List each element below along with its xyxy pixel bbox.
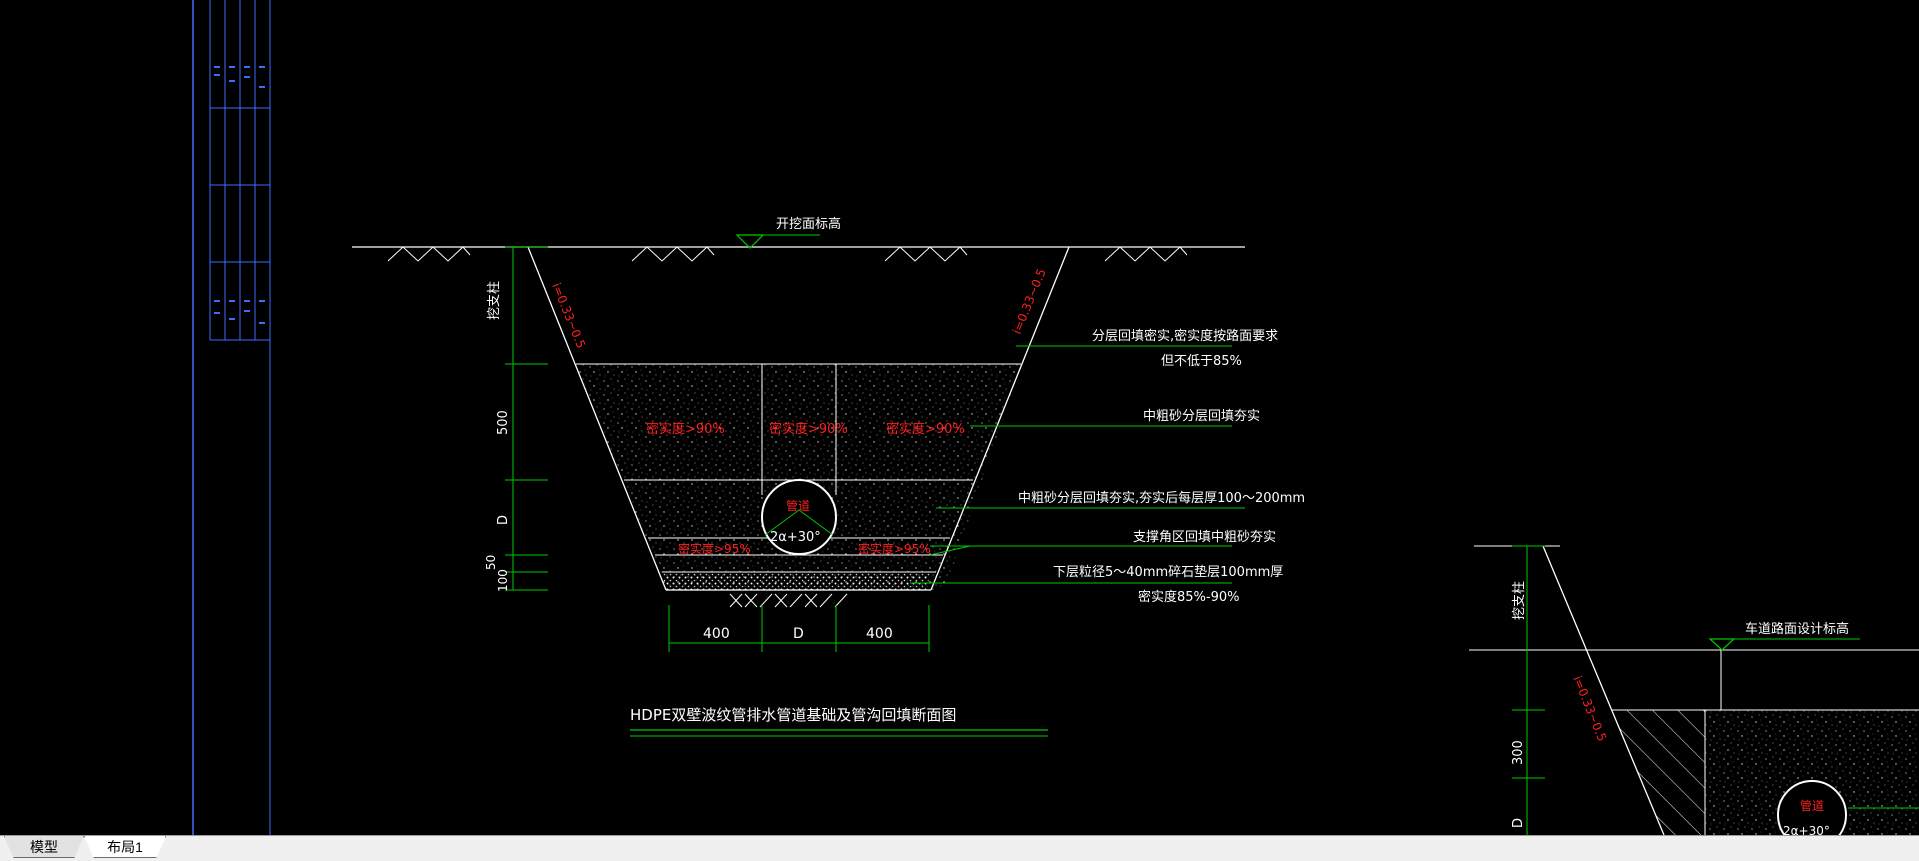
left-dimension-line (505, 246, 548, 591)
note-4: 支撑角区回填中粗砂夯实 (1133, 530, 1276, 545)
drawing-title: HDPE双壁波纹管排水管道基础及管沟回填断面图 (630, 706, 956, 724)
secondary-dim-D: D (1511, 818, 1526, 828)
secondary-support-pile-label: 挖支柱 (1512, 581, 1527, 620)
secondary-dim-300: 300 (1511, 740, 1526, 765)
secondary-slope-label: i=0.33~0.5 (1570, 674, 1609, 743)
note-5-line2: 密实度85%-90% (1138, 589, 1239, 605)
support-pile-label: 挖支柱 (487, 281, 502, 320)
layout-tab-bar: 模型 布局1 (0, 835, 1919, 861)
note-3: 中粗砂分层回填夯实,夯实后每层厚100～200mm (1018, 490, 1305, 506)
title-block-frame (192, 0, 271, 835)
note-1-line2: 但不低于85% (1161, 354, 1242, 369)
dim-50: 50 (484, 555, 498, 570)
pipe-circle (761, 479, 837, 555)
bottom-dim-right: 400 (866, 626, 893, 642)
note-leaders (910, 345, 1245, 584)
drawing-canvas[interactable]: 开挖面标高 管道 2α+30° i=0.33~0.5 i=0.33~0.5 (0, 0, 1919, 835)
base-hatch (729, 593, 848, 608)
ground-hatch (387, 246, 1188, 262)
compaction-95-left: 密实度>95% (678, 541, 751, 556)
dim-500: 500 (496, 410, 511, 435)
secondary-trench-section: 管道 2α+30° 车道路面设计标高 挖支柱 300 D i=0.33~0.5 (1469, 545, 1919, 835)
compaction-center: 密实度>90% (769, 421, 848, 437)
slope-right-label: i=0.33~0.5 (1010, 267, 1049, 336)
bottom-dim-left: 400 (703, 626, 730, 642)
bottom-dimension-line (668, 605, 930, 652)
main-trench-section: 开挖面标高 管道 2α+30° i=0.33~0.5 i=0.33~0.5 (352, 216, 1305, 737)
excavation-level-label: 开挖面标高 (776, 216, 841, 232)
tab-layout1-label: 布局1 (107, 838, 143, 855)
pipe-angle-label: 2α+30° (770, 530, 821, 545)
note-5-line1: 下层粒径5～40mm碎石垫层100mm厚 (1053, 564, 1283, 580)
tab-layout1[interactable]: 布局1 (84, 836, 166, 858)
compaction-left: 密实度>90% (646, 421, 725, 437)
pipe-label: 管道 (786, 498, 810, 513)
compaction-right: 密实度>90% (886, 421, 965, 437)
dim-100: 100 (496, 569, 510, 592)
secondary-pipe-angle: 2α+30° (1783, 824, 1830, 835)
note-2: 中粗砂分层回填夯实 (1143, 409, 1260, 424)
secondary-pipe-label: 管道 (1800, 798, 1824, 813)
dim-D-left: D (496, 515, 511, 525)
tab-model[interactable]: 模型 (4, 836, 84, 858)
compaction-95-right: 密实度>95% (858, 541, 931, 556)
note-1-line1: 分层回填密实,密实度按路面要求 (1092, 328, 1278, 344)
bottom-dim-center: D (793, 626, 804, 642)
road-level-label: 车道路面设计标高 (1745, 621, 1849, 637)
tab-model-label: 模型 (30, 838, 58, 855)
